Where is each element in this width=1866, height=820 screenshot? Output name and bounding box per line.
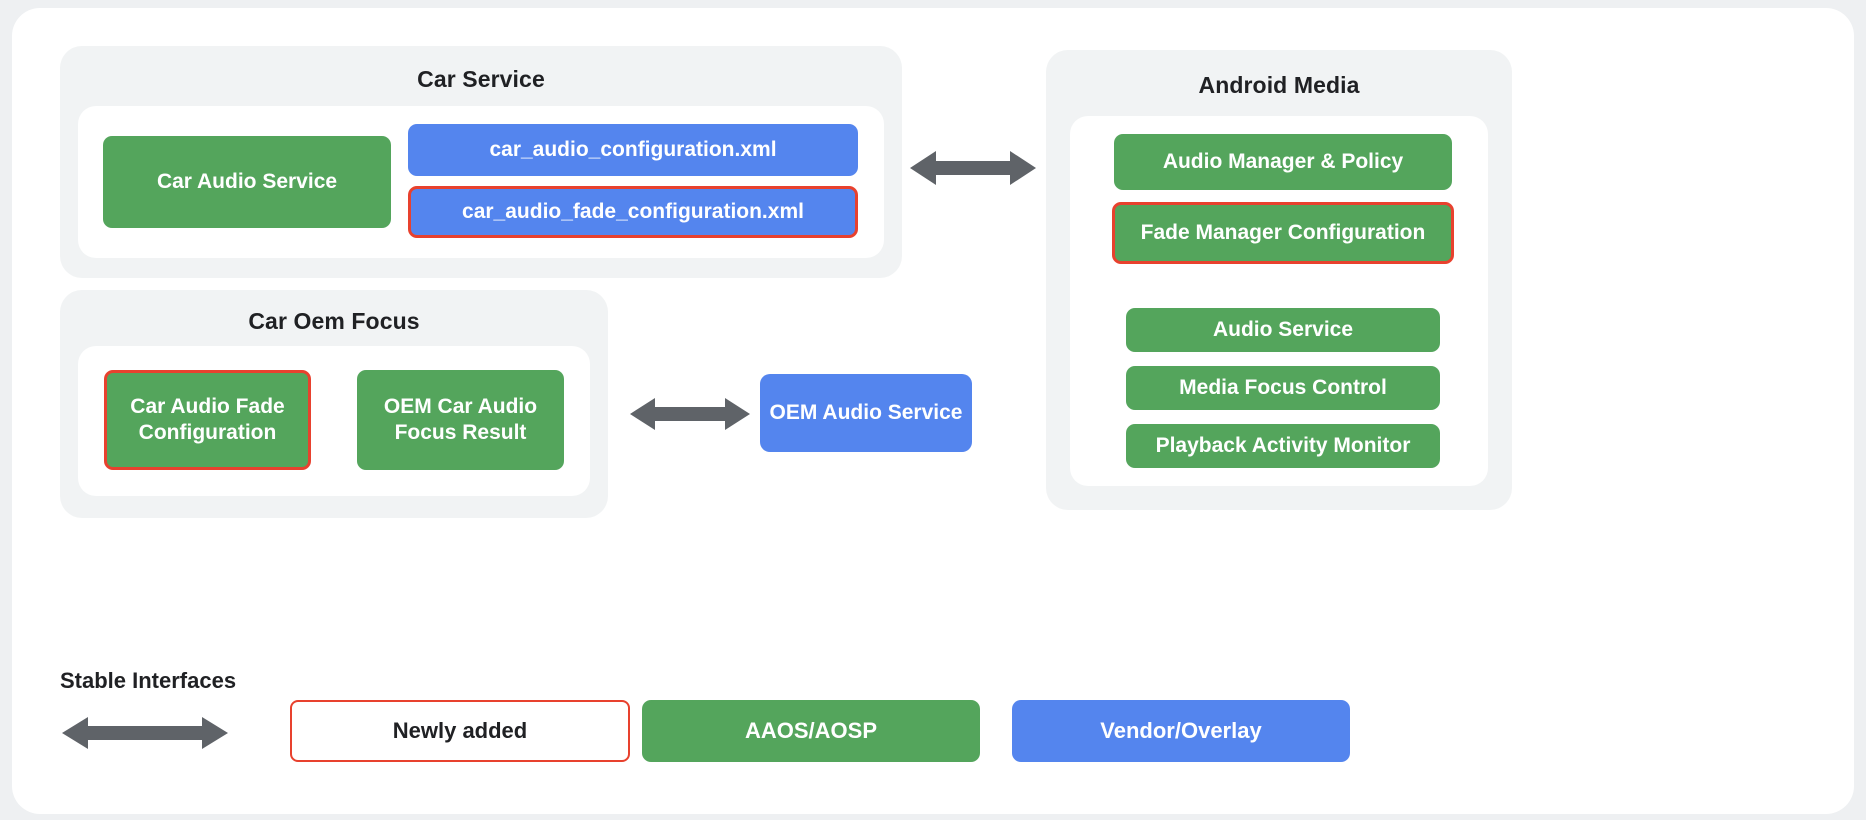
group-car-oem-focus: Car Oem Focus Car Audio Fade Configurati… <box>60 290 608 518</box>
node-audio-manager-and-policy[interactable]: Audio Manager & Policy <box>1114 134 1452 190</box>
legend-stable-interfaces-arrow-icon <box>62 713 228 753</box>
legend-item-vendor-overlay-label: Vendor/Overlay <box>1100 717 1262 743</box>
node-audio-manager-and-policy-label: Audio Manager & Policy <box>1162 150 1404 174</box>
node-car-audio-fade-configuration-xml-label: car_audio_fade_configuration.xml <box>462 200 804 224</box>
node-car-audio-fade-configuration-label: Car Audio Fade Configuration <box>130 395 285 444</box>
legend-item-newly-added[interactable]: Newly added <box>290 700 630 762</box>
node-audio-service-label: Audio Service <box>1212 318 1354 342</box>
node-media-focus-control-label: Media Focus Control <box>1179 376 1387 400</box>
node-audio-service[interactable]: Audio Service <box>1126 308 1440 352</box>
group-car-service-title: Car Service <box>417 66 545 92</box>
node-oem-audio-service-label: OEM Audio Service <box>769 401 963 425</box>
connector-car-oem-focus-to-oem-audio-service <box>630 393 750 435</box>
diagram-canvas: Car Service Car Audio Service car_audio_… <box>12 8 1854 814</box>
node-car-audio-fade-configuration[interactable]: Car Audio Fade Configuration <box>104 370 311 470</box>
legend-item-vendor-overlay[interactable]: Vendor/Overlay <box>1012 700 1350 762</box>
group-car-oem-focus-title: Car Oem Focus <box>248 308 420 334</box>
node-car-audio-service-label: Car Audio Service <box>156 170 338 194</box>
node-oem-car-audio-focus-result[interactable]: OEM Car Audio Focus Result <box>357 370 564 470</box>
node-oem-audio-service[interactable]: OEM Audio Service <box>760 374 972 452</box>
node-car-audio-service[interactable]: Car Audio Service <box>103 136 391 228</box>
legend-item-newly-added-label: Newly added <box>392 717 528 743</box>
legend-item-aaos-aosp[interactable]: AAOS/AOSP <box>642 700 980 762</box>
legend-item-aaos-aosp-label: AAOS/AOSP <box>744 717 878 743</box>
group-car-service: Car Service Car Audio Service car_audio_… <box>60 46 902 278</box>
node-car-audio-fade-configuration-xml[interactable]: car_audio_fade_configuration.xml <box>408 186 858 238</box>
group-android-media-title: Android Media <box>1198 72 1360 98</box>
node-oem-car-audio-focus-result-label: OEM Car Audio Focus Result <box>383 395 538 444</box>
node-media-focus-control[interactable]: Media Focus Control <box>1126 366 1440 410</box>
node-car-audio-configuration-xml-label: car_audio_configuration.xml <box>489 138 777 162</box>
legend-stable-interfaces-label: Stable Interfaces <box>60 668 237 693</box>
node-fade-manager-configuration[interactable]: Fade Manager Configuration <box>1112 202 1454 264</box>
node-car-audio-configuration-xml[interactable]: car_audio_configuration.xml <box>408 124 858 176</box>
node-playback-activity-monitor-label: Playback Activity Monitor <box>1155 434 1411 458</box>
group-android-media: Android Media Audio Manager & Policy Fad… <box>1046 50 1512 510</box>
node-fade-manager-configuration-label: Fade Manager Configuration <box>1140 221 1426 245</box>
node-playback-activity-monitor[interactable]: Playback Activity Monitor <box>1126 424 1440 468</box>
connector-car-service-to-android-media <box>910 146 1036 190</box>
